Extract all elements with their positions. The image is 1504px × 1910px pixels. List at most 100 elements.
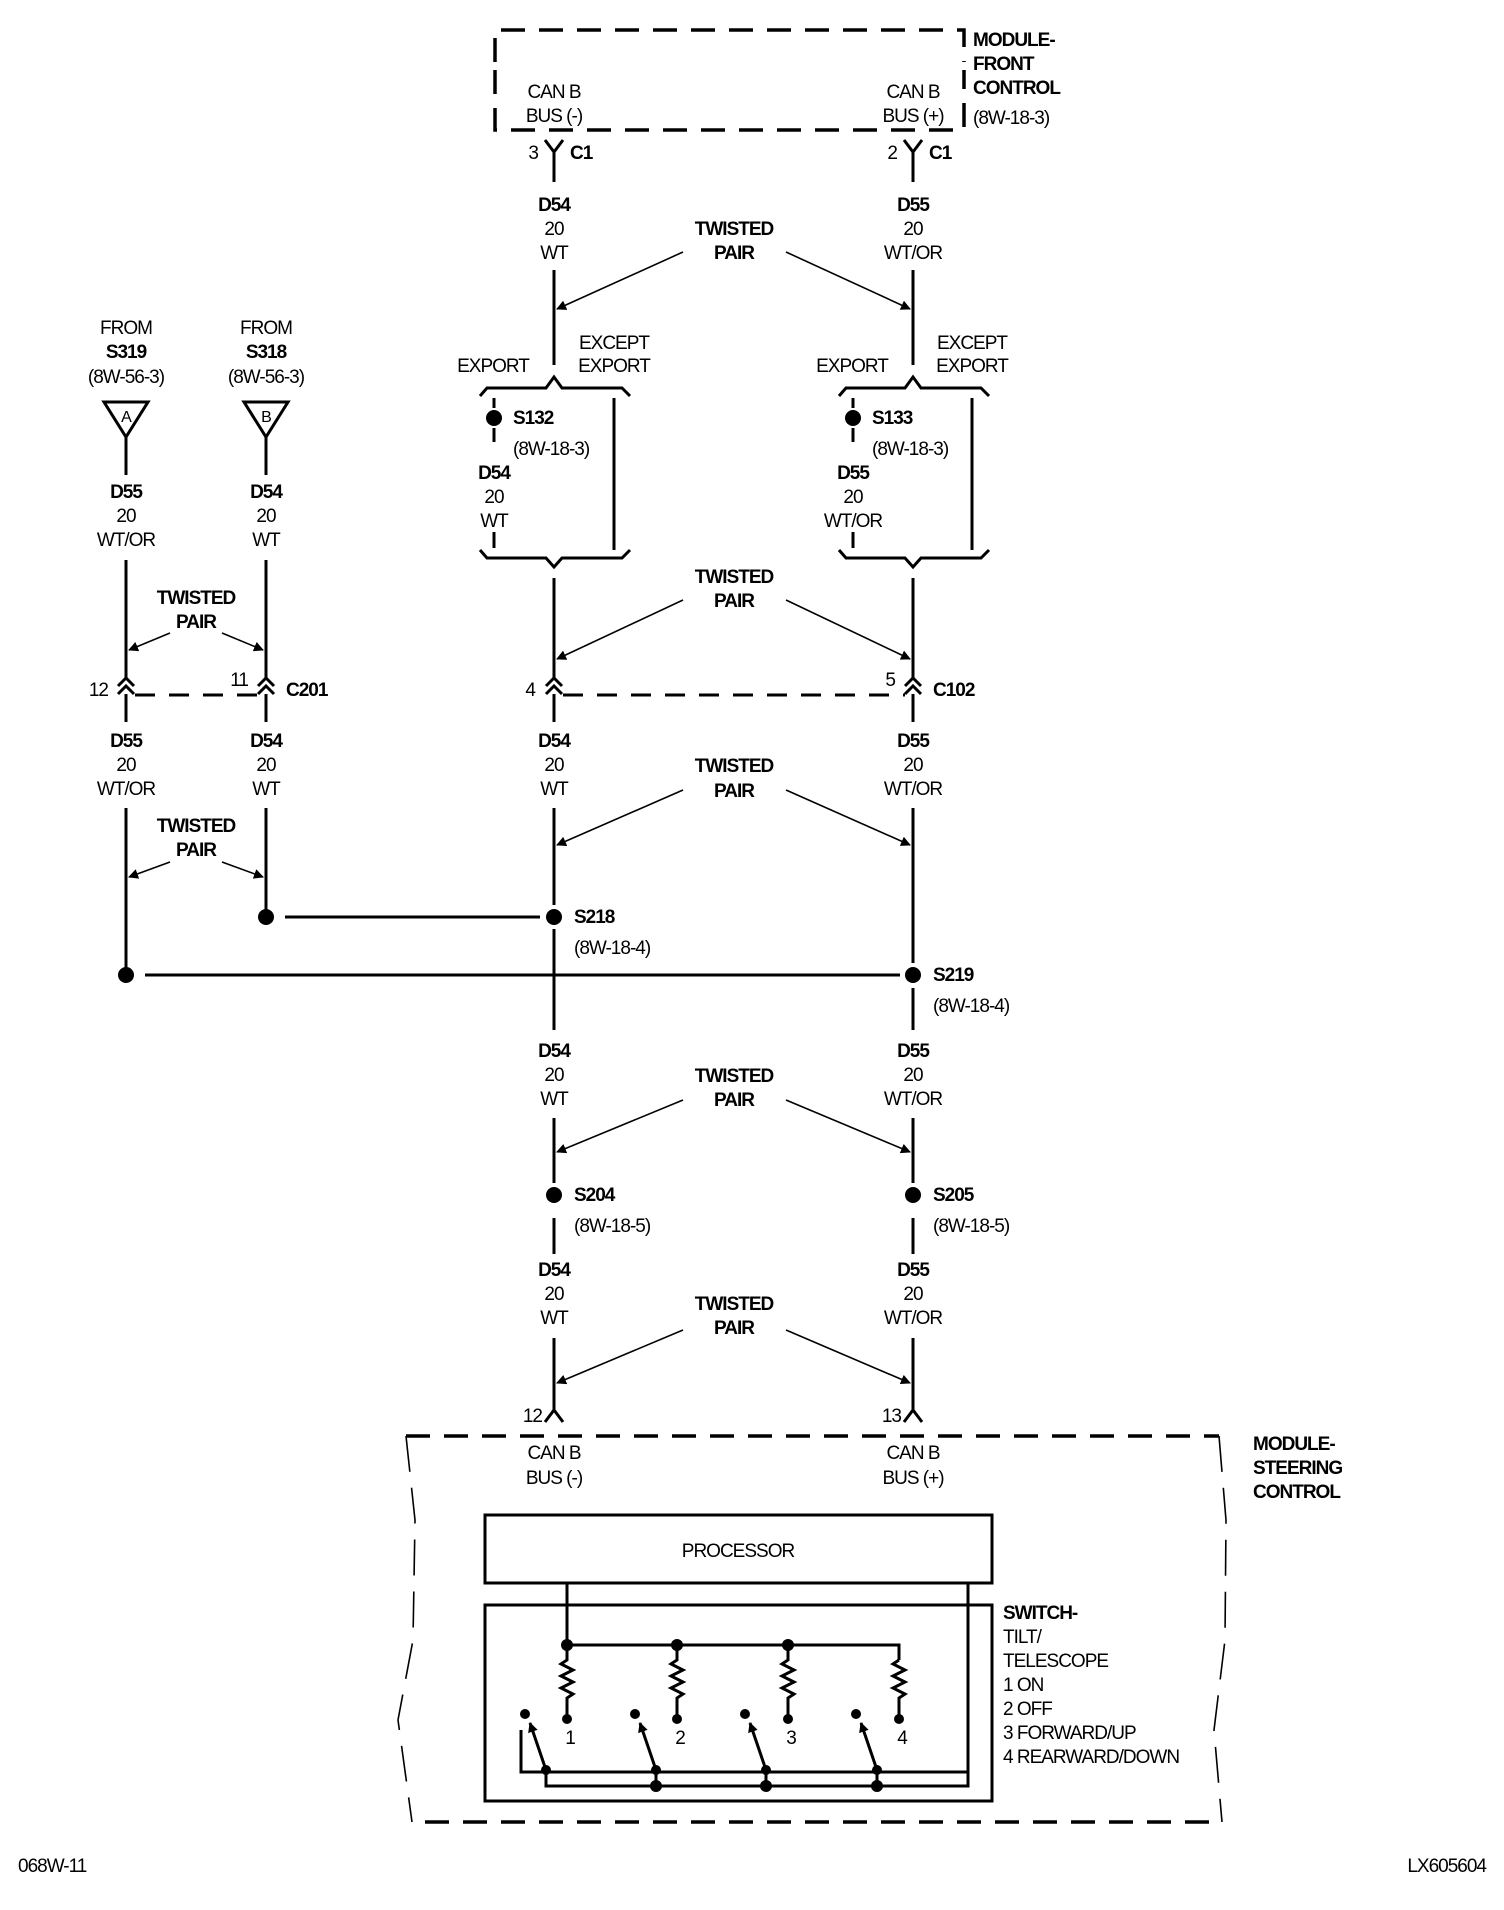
c1-pin2-connector-name: C1 <box>929 143 953 164</box>
splice-s132-ref: (8W-18-3) <box>513 439 590 460</box>
twisted-pair-arrow-3-left <box>556 789 684 846</box>
scm-pin13-number: 13 <box>882 1406 902 1427</box>
splice-s204-ref: (8W-18-5) <box>574 1216 651 1237</box>
switch-common-return <box>544 1770 970 1788</box>
c102-pin5-icon <box>903 675 923 696</box>
option-brace-top-left <box>478 374 632 398</box>
switch-2-blade-icon <box>638 1722 658 1771</box>
option-brace-bottom-right <box>837 548 991 570</box>
wire-gauge-d54-left-2: 20 <box>256 755 276 776</box>
twisted-pair-arrow-1-right <box>785 251 911 310</box>
module-front-control-title-1: MODULE- <box>973 30 1055 51</box>
splice-s204-dot <box>546 1187 562 1203</box>
splice-s218-left-dot <box>258 909 274 925</box>
wire-color-d54-3: WT <box>540 779 569 800</box>
splice-s204-name: S204 <box>574 1185 616 1206</box>
option-branch-right: EXPORT EXCEPT EXPORT S133 (8W-18-3) D55 … <box>816 333 1010 570</box>
wire-color-d55: WT/OR <box>884 243 943 264</box>
wire-circuit-d55: D55 <box>897 195 930 216</box>
module-steering-control-title-2: STEERING <box>1253 1458 1342 1479</box>
wire-circuit-d55-6: D55 <box>897 1260 930 1281</box>
footer-left-code: 068W-11 <box>18 1856 87 1877</box>
splice-s133-dot <box>845 410 861 426</box>
wire-color-d54: WT <box>540 243 569 264</box>
module-steering-control: 12 13 MODULE- STEERING CONTROL CAN B BUS… <box>397 1406 1343 1824</box>
splice-s218-dot <box>546 909 562 925</box>
switch-box <box>483 1603 994 1803</box>
c1-pin3-connector-icon <box>543 139 565 182</box>
wire-circuit-d54-5: D54 <box>538 1041 571 1062</box>
option-brace-bottom-left <box>478 548 632 570</box>
wire-gauge-d55-left: 20 <box>116 506 136 527</box>
connector-c102: 4 5 C102 <box>525 670 975 701</box>
c102-pin4-icon <box>544 675 564 696</box>
splice-s205-name: S205 <box>933 1185 975 1206</box>
wire-color-d54-6: WT <box>540 1308 569 1329</box>
c1-pin3-number: 3 <box>528 143 538 164</box>
from-a-label: FROM <box>100 318 152 339</box>
splice-s133-name: S133 <box>872 408 913 429</box>
twisted-pair-label-1b: PAIR <box>714 243 755 264</box>
wire-color-d55-export: WT/OR <box>824 511 883 532</box>
splice-s218: S218 (8W-18-4) <box>258 907 652 959</box>
node-r3-bottom <box>783 1714 793 1724</box>
from-a-splice: S319 <box>106 342 147 363</box>
option-export-left: EXPORT <box>457 356 530 377</box>
connector-c201: 12 11 C201 <box>89 670 330 701</box>
wire-gauge-d54-6: 20 <box>544 1284 564 1305</box>
switch-3-contact <box>740 1709 750 1719</box>
scm-pin13-connector-icon <box>902 1407 924 1423</box>
switch-3-blade-icon <box>748 1722 768 1771</box>
offpage-letter-a: A <box>121 409 132 426</box>
scm-pin-minus-label-2: BUS (-) <box>526 1468 583 1489</box>
splice-s218-ref: (8W-18-4) <box>574 938 651 959</box>
twisted-pair-label-1a: TWISTED <box>695 219 774 240</box>
node-return-4 <box>871 1780 883 1792</box>
from-reference-a: FROM S319 (8W-56-3) A D55 20 WT/OR <box>88 318 166 551</box>
contact-number-3: 3 <box>786 1728 796 1749</box>
wire-gauge-d54-5: 20 <box>544 1065 564 1086</box>
module-front-control: MODULE- FRONT CONTROL (8W-18-3) CAN B BU… <box>493 28 1062 182</box>
module-steering-control-left-edge <box>397 1435 416 1823</box>
scm-pin12-connector-icon <box>543 1407 565 1423</box>
option-branch-left: EXPORT EXCEPT EXPORT S132 (8W-18-3) D54 … <box>457 333 652 570</box>
wire-circuit-d54-6: D54 <box>538 1260 571 1281</box>
module-steering-control-title-3: CONTROL <box>1253 1482 1341 1503</box>
twisted-pair-label-5a: TWISTED <box>695 1294 774 1315</box>
splice-s205-dot <box>905 1187 921 1203</box>
twisted-pair-left-2a: TWISTED <box>157 816 236 837</box>
wire-circuit-d55-export: D55 <box>837 463 870 484</box>
switch-4-blade-icon <box>859 1722 879 1771</box>
offpage-letter-b: B <box>261 409 271 426</box>
wire-gauge-d54: 20 <box>544 219 564 240</box>
scm-pin-minus-label-1: CAN B <box>527 1443 580 1464</box>
twisted-pair-left-2-arrow-right <box>221 861 264 879</box>
twisted-pair-left-1b: PAIR <box>176 612 217 633</box>
c102-pin4-number: 4 <box>525 680 536 701</box>
wire-gauge-d55-5: 20 <box>903 1065 923 1086</box>
wire-circuit-d55-3: D55 <box>897 731 930 752</box>
resistor-1-icon <box>557 1645 577 1718</box>
twisted-pair-left-1a: TWISTED <box>157 588 236 609</box>
switch-position-1: 1 ON <box>1003 1675 1044 1696</box>
twisted-pair-arrow-3-right <box>785 789 911 846</box>
module-steering-control-right-edge <box>1213 1435 1227 1823</box>
c1-pin2-number: 2 <box>887 143 897 164</box>
from-reference-b: FROM S318 (8W-56-3) B D54 20 WT <box>228 318 306 551</box>
node-r4-bottom <box>894 1714 904 1724</box>
option-except-left-2: EXPORT <box>578 356 651 377</box>
wire-color-d55-left-2: WT/OR <box>97 779 156 800</box>
splice-s133-ref: (8W-18-3) <box>872 439 949 460</box>
from-b-label: FROM <box>240 318 292 339</box>
switch-4-contact <box>851 1709 861 1719</box>
wire-circuit-d54-left-2: D54 <box>250 731 283 752</box>
processor-box <box>483 1513 994 1585</box>
node-r2-bottom <box>672 1714 682 1724</box>
switch-2-contact <box>630 1709 640 1719</box>
wire-gauge-d54-left: 20 <box>256 506 276 527</box>
wire-color-d54-left: WT <box>252 530 281 551</box>
twisted-pair-label-2b: PAIR <box>714 591 755 612</box>
splice-s219-ref: (8W-18-4) <box>933 996 1010 1017</box>
twisted-pair-arrow-2-right <box>785 599 911 660</box>
